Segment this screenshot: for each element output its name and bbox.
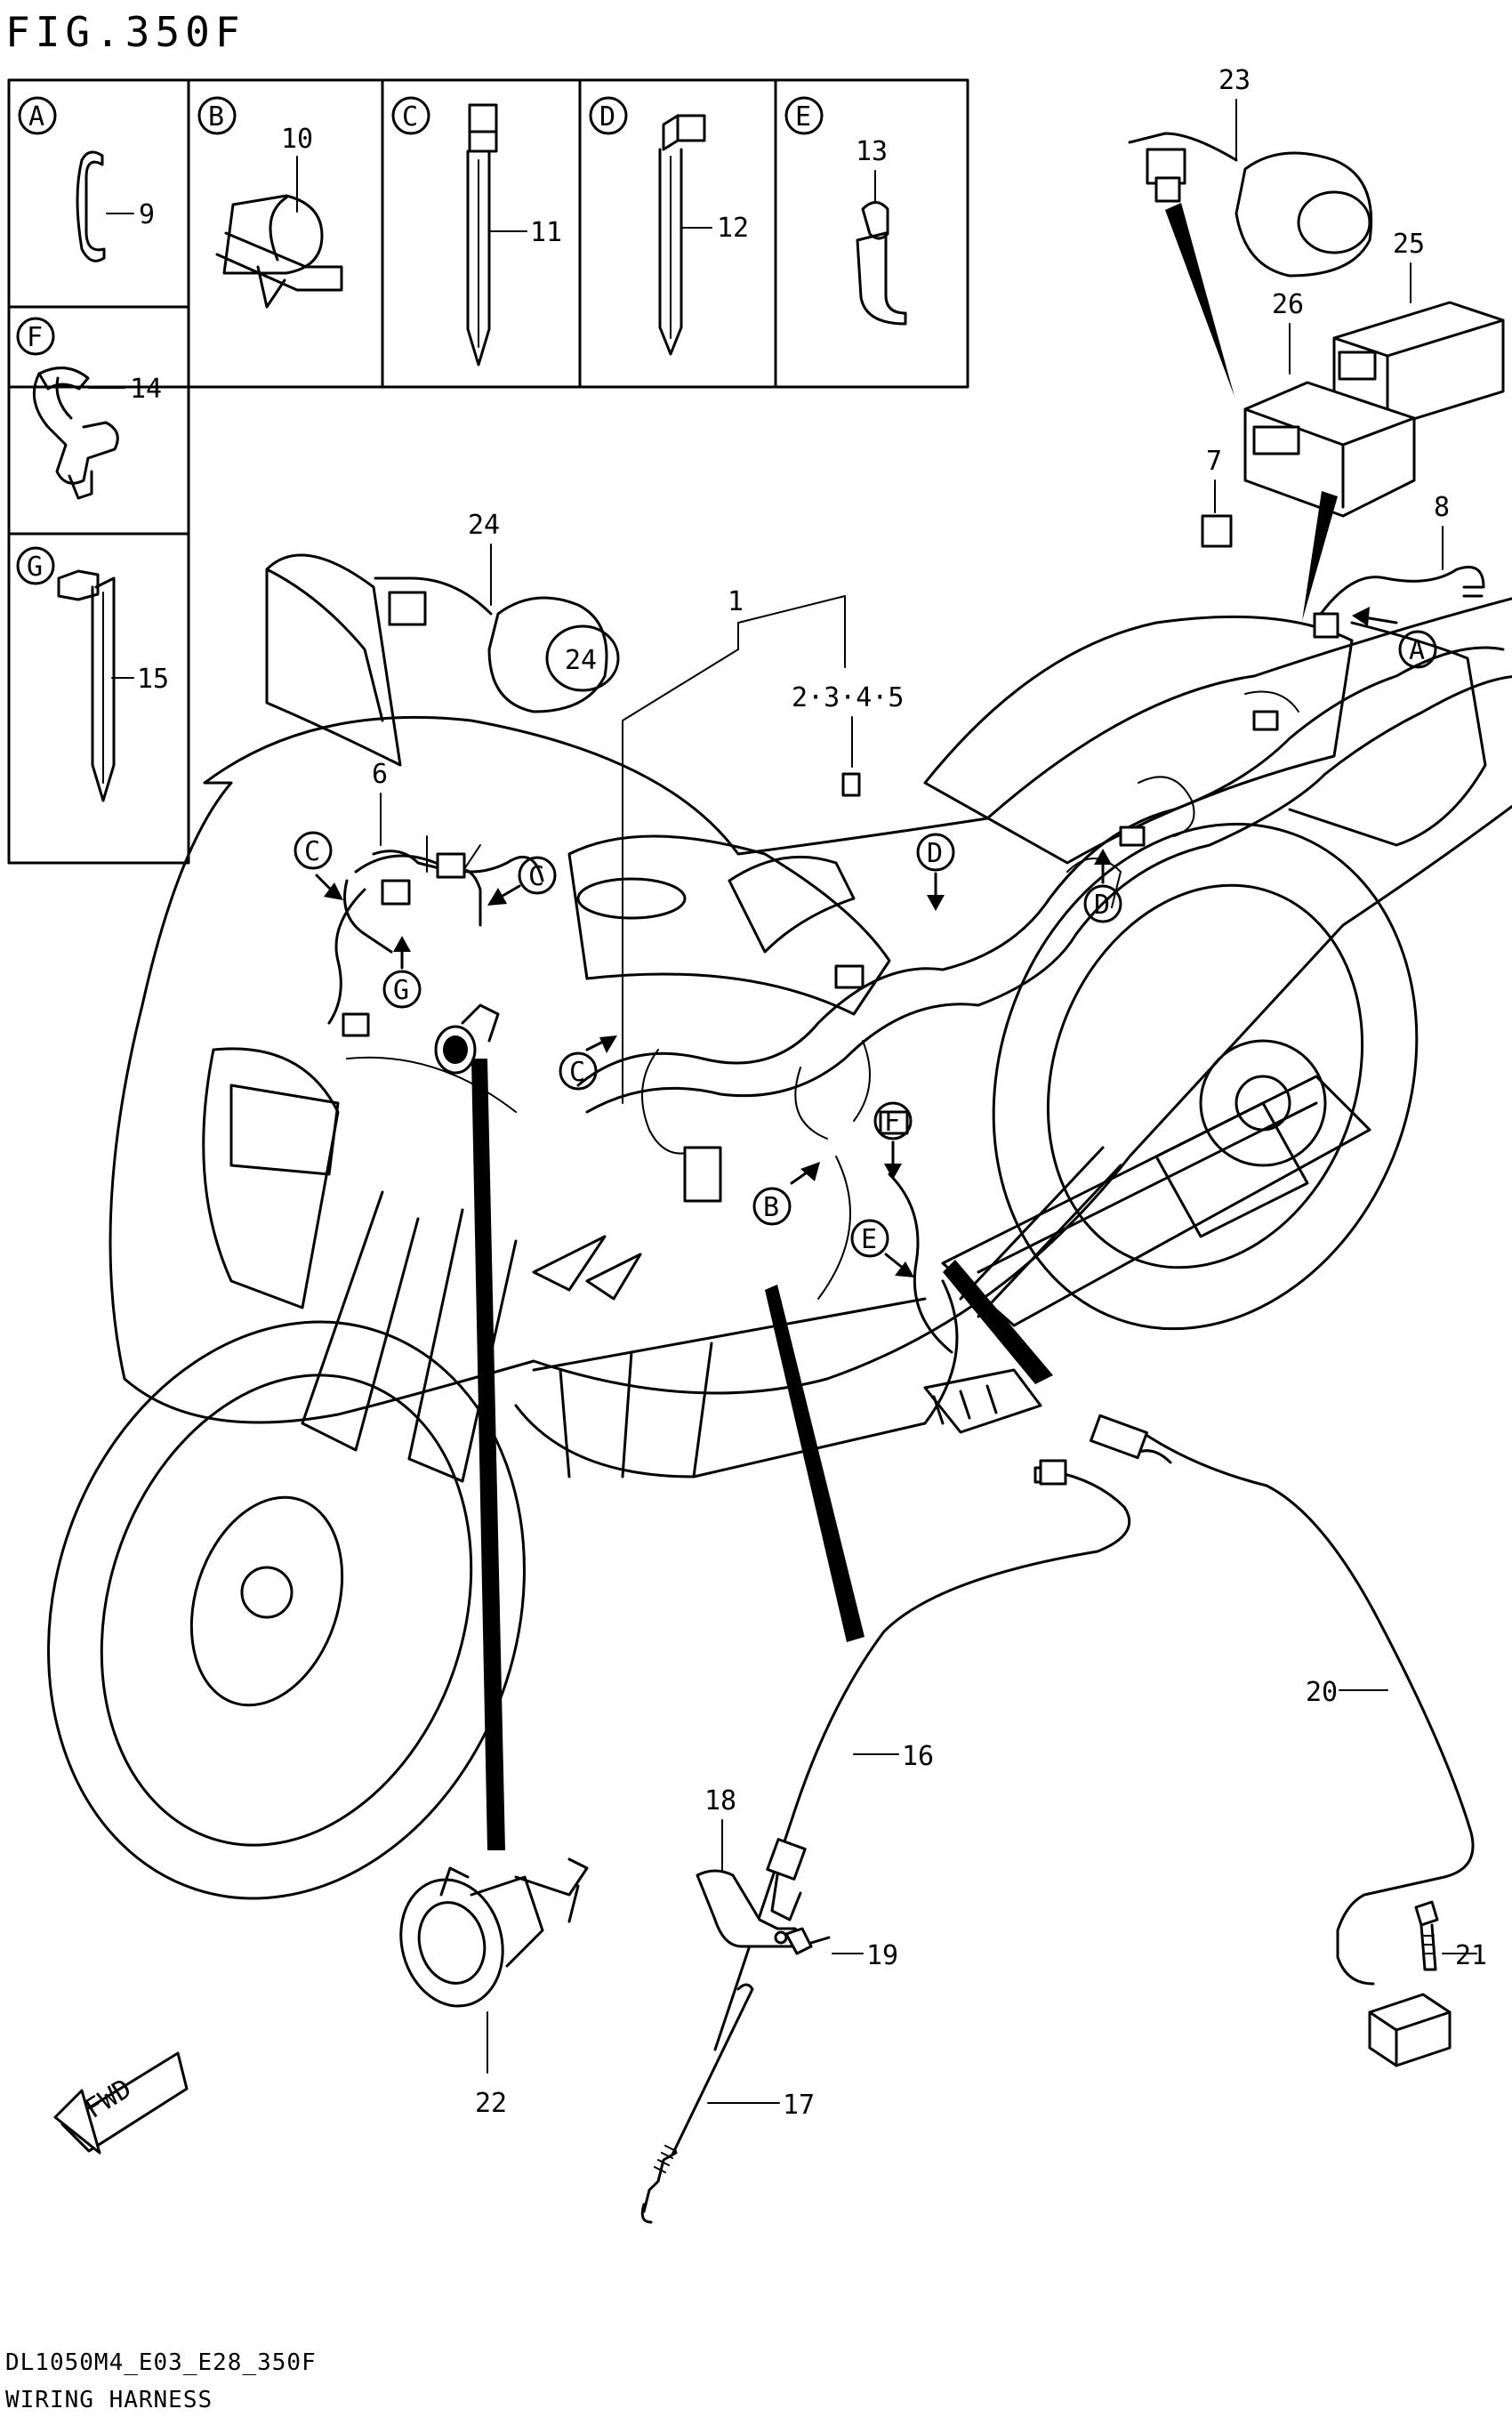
svg-text:F: F — [884, 1107, 900, 1138]
inset-boxes — [7, 78, 969, 865]
relay-23-icon — [1128, 132, 1373, 278]
part-12-label: 12 — [717, 213, 749, 244]
part-6-label: 6 — [372, 759, 388, 790]
clamp-9-icon — [76, 150, 106, 262]
callout-e: E — [850, 1219, 914, 1277]
inset-a-letter: A — [28, 101, 44, 133]
callout-c-1: C — [294, 831, 343, 900]
clip-13-icon — [856, 201, 907, 326]
connector-7-icon — [1201, 514, 1233, 548]
clamp-14-icon — [32, 367, 119, 500]
svg-text:C: C — [569, 1057, 585, 1088]
inset-d: D 12 — [589, 96, 749, 356]
svg-text:24: 24 — [565, 645, 597, 676]
lead-wire-8-icon — [1313, 566, 1485, 639]
front-sub-harness-6 — [343, 850, 482, 954]
part-7-label: 7 — [1206, 446, 1222, 477]
inset-c-letter: C — [402, 101, 418, 133]
relay-24-icon: 24 — [374, 576, 620, 713]
part-13-label: 13 — [856, 136, 888, 167]
model-code: DL1050M4_E03_E28_350F — [5, 2349, 317, 2376]
part-14-label: 14 — [130, 374, 162, 405]
cable-tie-11-icon — [466, 103, 498, 367]
callout-g: G — [382, 936, 422, 1009]
inset-a: A 9 — [18, 96, 155, 262]
part-18-label: 18 — [704, 1785, 736, 1817]
part-10-label: 10 — [281, 124, 313, 155]
svg-text:C: C — [528, 861, 544, 892]
cable-tie-15-icon — [57, 569, 116, 802]
inset-b: B 10 — [197, 96, 343, 309]
part-17-label: 17 — [783, 2090, 815, 2121]
svg-text:G: G — [393, 975, 409, 1006]
fwd-arrow-icon: FWD — [53, 2051, 189, 2155]
inset-g-letter: G — [27, 552, 43, 583]
part-9-label: 9 — [139, 199, 155, 230]
pointer-wedge-20 — [943, 1260, 1053, 1384]
pointer-wedge-16 — [765, 1285, 865, 1642]
part-23-label: 23 — [1218, 65, 1251, 96]
spring-17-icon — [640, 1983, 754, 2224]
inset-f: F 14 — [16, 317, 162, 500]
callout-c-3: C — [559, 1035, 617, 1091]
inset-b-letter: B — [208, 101, 224, 133]
callout-f: F — [873, 1101, 913, 1180]
part-21-label: 21 — [1455, 1940, 1487, 1971]
sensor-20-icon — [1090, 1414, 1475, 2067]
callout-d-1: D — [916, 833, 955, 911]
clamp-10-icon — [215, 194, 343, 309]
part-22-label: 22 — [475, 2088, 507, 2119]
svg-text:B: B — [763, 1192, 779, 1223]
circle-letter-a — [18, 96, 57, 135]
part-25-label: 25 — [1393, 229, 1425, 260]
bracket-18-icon — [696, 1869, 801, 1948]
callout-a: A — [1352, 607, 1437, 669]
pointer-wedge-23 — [1165, 203, 1235, 397]
svg-text:D: D — [1094, 890, 1110, 921]
caption: WIRING HARNESS — [5, 2387, 213, 2413]
callout-b: B — [752, 1162, 820, 1226]
svg-text:C: C — [304, 836, 320, 867]
motorcycle-outline — [47, 553, 1512, 1900]
inset-g: G 15 — [16, 546, 169, 802]
part-2345-label: 2·3·4·5 — [792, 682, 904, 713]
pointer-wedge-26 — [1302, 491, 1338, 621]
pointer-wedge-22 — [471, 1059, 505, 1850]
ecu-26-icon — [1243, 381, 1416, 518]
part-15-label: 15 — [137, 664, 169, 695]
part-8-label: 8 — [1434, 492, 1450, 523]
part-16-label: 16 — [902, 1741, 934, 1772]
inset-c: C 11 — [391, 96, 562, 367]
inset-f-letter: F — [27, 322, 43, 353]
part-20-label: 20 — [1306, 1677, 1338, 1708]
fuse-icon — [841, 772, 861, 797]
svg-text:A: A — [1409, 635, 1425, 666]
svg-text:E: E — [861, 1224, 877, 1255]
svg-text:D: D — [927, 838, 943, 869]
part-24-label: 24 — [468, 510, 500, 541]
callout-d-2: D — [1083, 849, 1122, 923]
bolt-21-icon — [1414, 1900, 1439, 1971]
main-harness — [327, 646, 1512, 1354]
bolt-19-icon — [784, 1927, 831, 1955]
module-25-icon — [1332, 301, 1505, 429]
inset-d-letter: D — [599, 101, 615, 133]
part-26-label: 26 — [1272, 289, 1304, 320]
inset-e: E 13 — [784, 96, 907, 326]
part-1-label: 1 — [728, 586, 744, 617]
horn-22-icon — [399, 1003, 589, 2008]
sensor-16-icon — [713, 1459, 1131, 2051]
callout-c-2: C — [487, 856, 557, 906]
figure-title: FIG.350F — [5, 8, 245, 56]
inset-e-letter: E — [795, 101, 811, 133]
cable-tie-12-icon — [658, 114, 706, 356]
part-19-label: 19 — [866, 1940, 898, 1971]
part-11-label: 11 — [530, 217, 562, 248]
